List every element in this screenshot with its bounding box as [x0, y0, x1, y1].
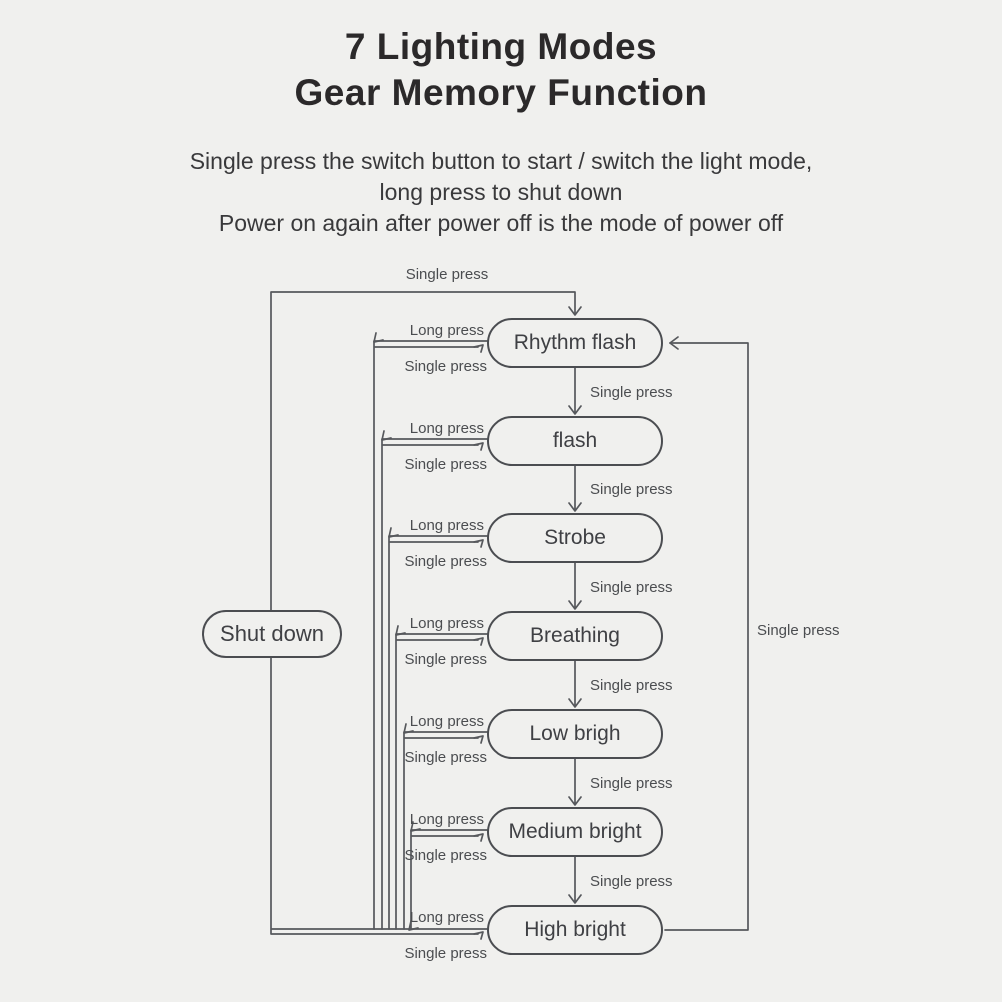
mode-label: High bright: [524, 918, 626, 941]
label-single-press-low-brigh: Single press: [404, 749, 487, 766]
label-long-press-flash: Long press: [409, 420, 484, 437]
route-flash: [381, 438, 488, 930]
label-long-press-high-bright: Long press: [409, 909, 484, 926]
mode-label: flash: [552, 429, 598, 452]
shutdown-label: Shut down: [220, 621, 324, 646]
label-single-press-medium-bright: Single press: [404, 847, 487, 864]
subtitle-line-1: Single press the switch button to start …: [189, 148, 813, 174]
route-medium-bright: [410, 829, 488, 930]
mode-box-high-bright: High bright: [487, 905, 663, 955]
label-long-press-breathing: Long press: [409, 615, 484, 632]
chain-arrow-4: [568, 660, 582, 708]
page-title-line-2: Gear Memory Function: [294, 72, 708, 113]
label-long-press-medium-bright: Long press: [409, 811, 484, 828]
mode-label: Medium bright: [508, 820, 642, 843]
label-single-press-right: Single press: [757, 622, 840, 639]
label-single-press-rhythm-flash: Single press: [404, 358, 487, 375]
mode-box-rhythm-flash: Rhythm flash: [487, 318, 663, 368]
route-rhythm-flash: [373, 340, 488, 930]
arrow-left-into-rhythm-flash: [669, 336, 679, 350]
label-single-press-high-bright: Single press: [404, 945, 487, 962]
shutdown-box: Shut down: [202, 610, 342, 658]
arrows-breathing: [395, 625, 484, 646]
label-single-press-chain-3: Single press: [590, 579, 673, 596]
chain-arrow-5: [568, 758, 582, 806]
label-single-press-chain-6: Single press: [590, 873, 673, 890]
label-single-press-strobe: Single press: [404, 553, 487, 570]
label-long-press-low-brigh: Long press: [409, 713, 484, 730]
route-strobe: [388, 535, 488, 930]
mode-label: Low brigh: [529, 722, 621, 745]
arrow-down-into-rhythm-flash: [568, 306, 582, 316]
mode-box-medium-bright: Medium bright: [487, 807, 663, 857]
mode-box-breathing: Breathing: [487, 611, 663, 661]
chain-arrow-1: [568, 367, 582, 415]
route-high-bright-to-rhythm-flash: [664, 342, 749, 931]
chain-arrow-2: [568, 465, 582, 512]
page-title-line-1: 7 Lighting Modes: [344, 26, 658, 67]
route-shutdown-to-first-mode: [270, 291, 576, 611]
mode-box-flash: flash: [487, 416, 663, 466]
label-long-press-rhythm-flash: Long press: [409, 322, 484, 339]
route-low-brigh: [403, 731, 488, 930]
label-single-press-chain-4: Single press: [590, 677, 673, 694]
subtitle-line-2: long press to shut down: [379, 179, 623, 205]
mode-label: Strobe: [544, 526, 606, 549]
label-single-press-top: Single press: [405, 266, 489, 283]
route-breathing: [395, 633, 488, 930]
arrows-strobe: [388, 527, 484, 548]
arrows-flash: [381, 430, 484, 451]
subtitle-line-3: Power on again after power off is the mo…: [218, 210, 784, 236]
label-single-press-flash: Single press: [404, 456, 487, 473]
arrows-medium-bright: [410, 821, 484, 842]
arrow-into-high-bright: [473, 931, 484, 940]
label-single-press-breathing: Single press: [404, 651, 487, 668]
label-single-press-chain-2: Single press: [590, 481, 673, 498]
arrows-low-brigh: [403, 723, 484, 744]
arrows-rhythm-flash: [373, 332, 484, 353]
route-shutdown-bottom: [270, 657, 488, 935]
label-long-press-strobe: Long press: [409, 517, 484, 534]
label-single-press-chain-1: Single press: [590, 384, 673, 401]
chain-arrow-6: [568, 856, 582, 904]
chain-arrow-3: [568, 562, 582, 610]
mode-label: Rhythm flash: [513, 331, 637, 354]
label-single-press-chain-5: Single press: [590, 775, 673, 792]
mode-box-strobe: Strobe: [487, 513, 663, 563]
mode-label: Breathing: [530, 624, 620, 647]
mode-box-low-brigh: Low brigh: [487, 709, 663, 759]
